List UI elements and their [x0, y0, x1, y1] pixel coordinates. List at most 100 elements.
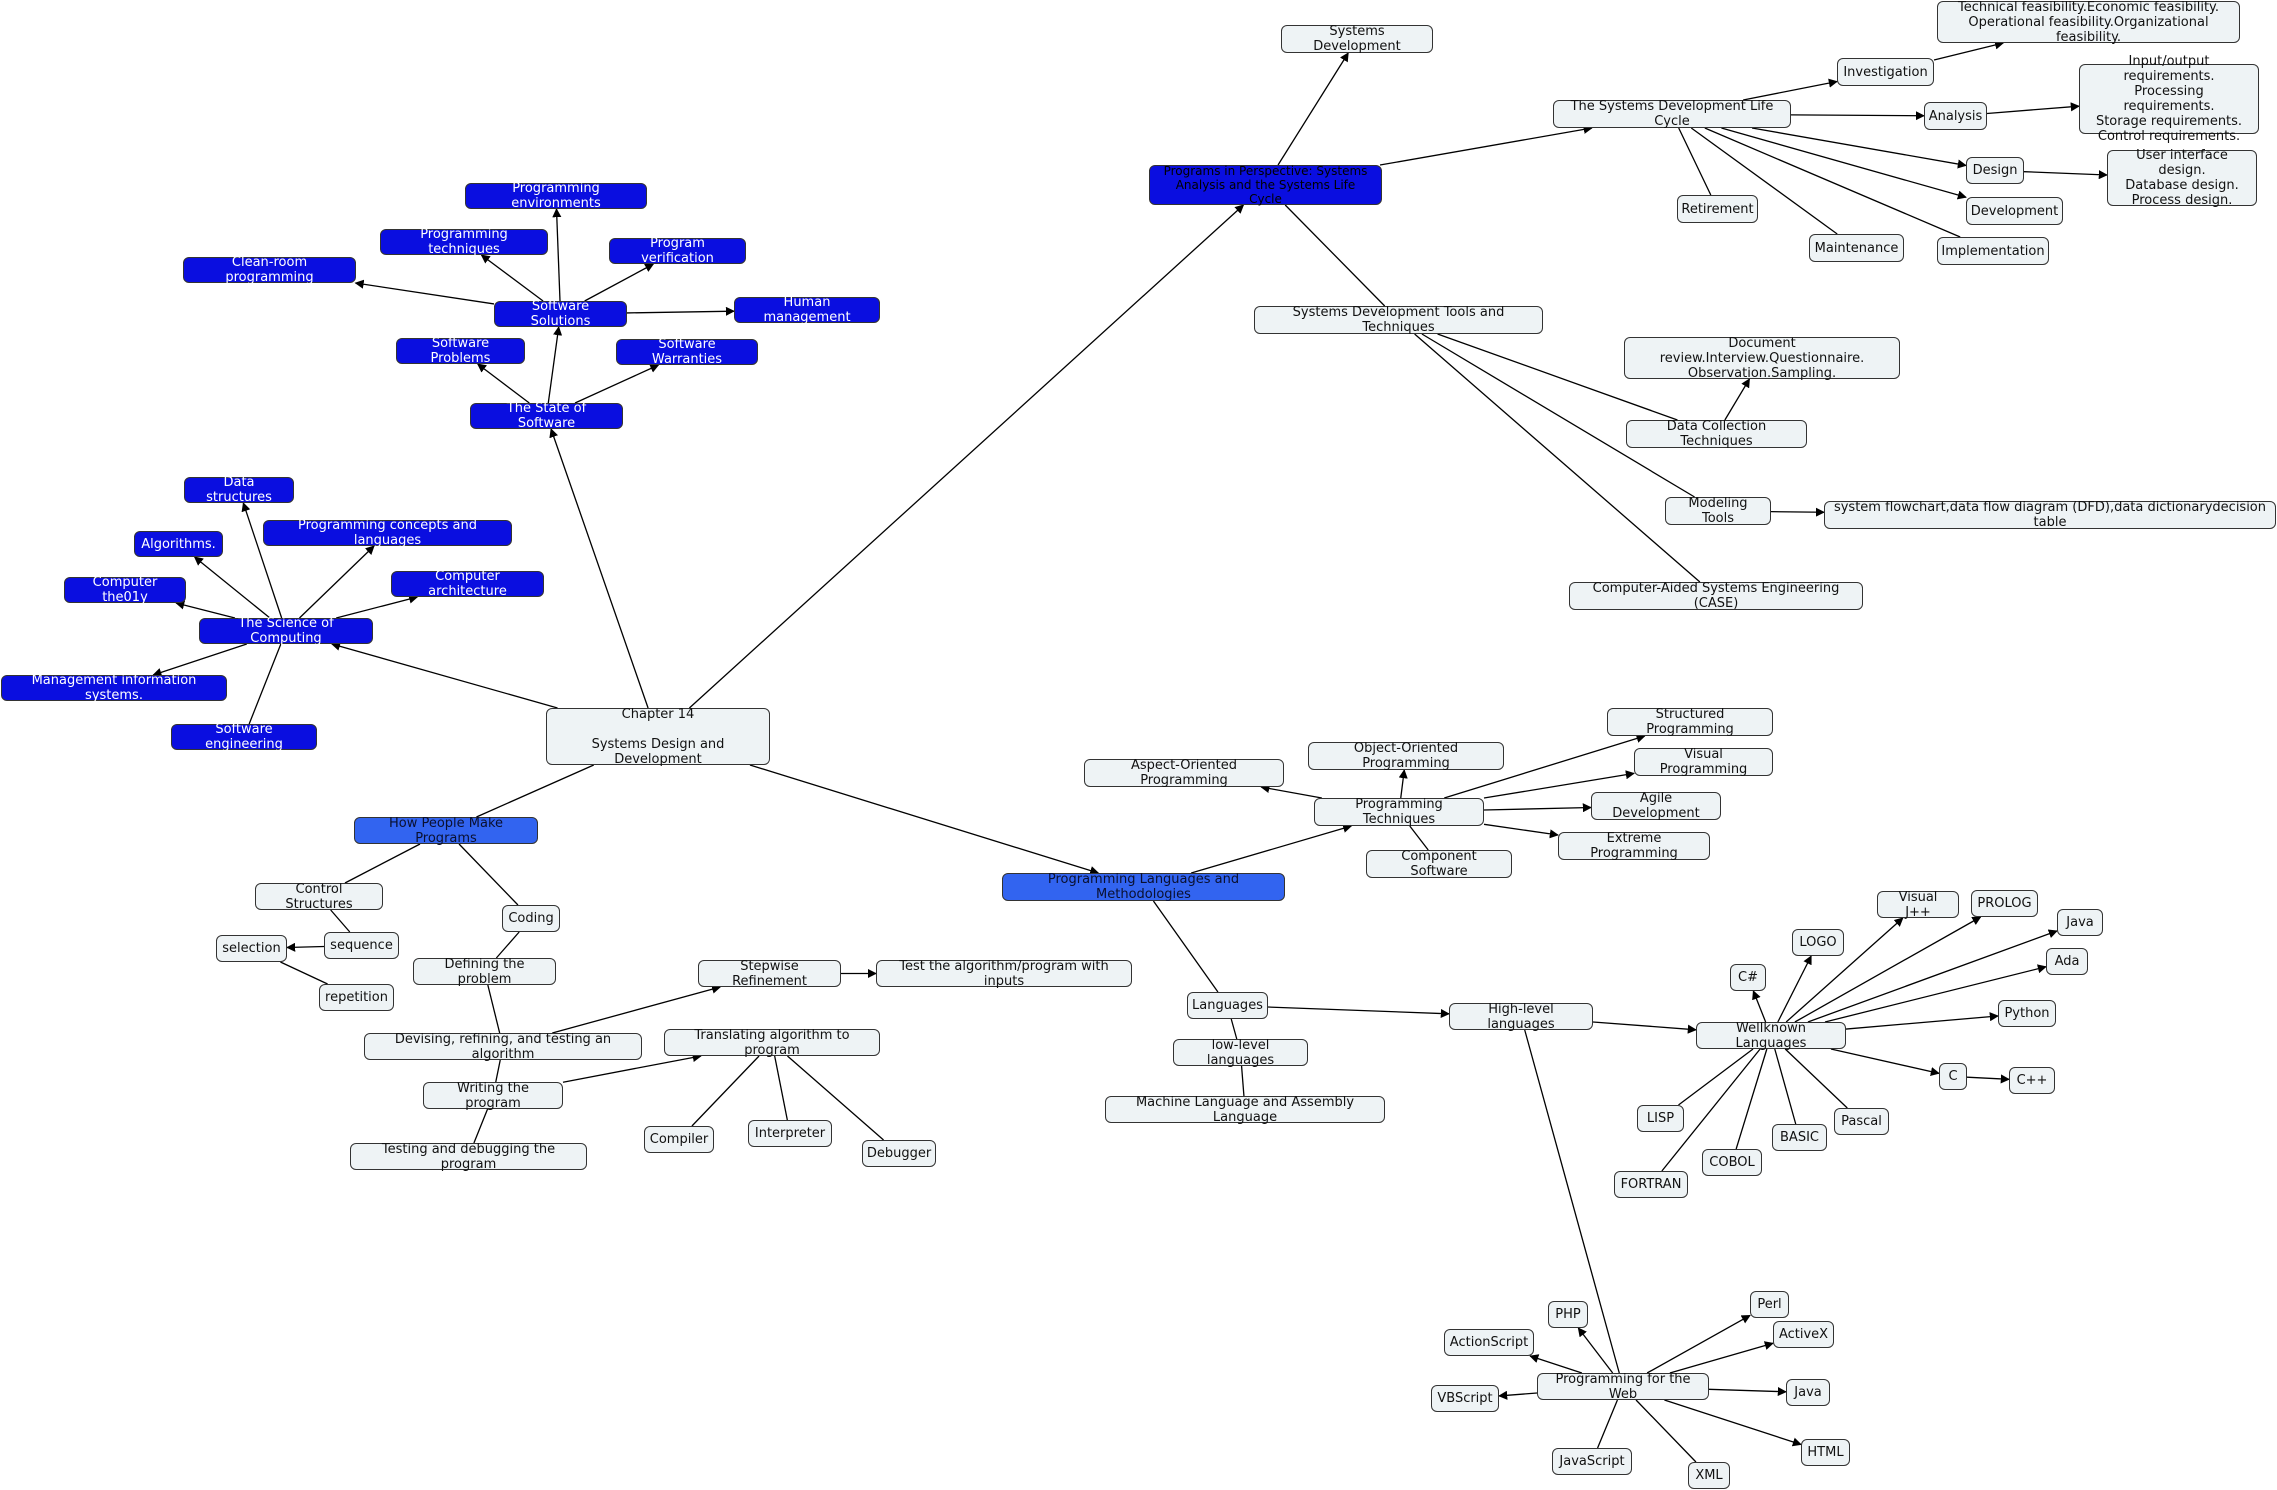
node-basic[interactable]: BASIC — [1772, 1124, 1827, 1151]
node-c[interactable]: C — [1939, 1063, 1967, 1090]
node-design-detail[interactable]: User interface design. Database design. … — [2107, 148, 2257, 208]
node-coding[interactable]: Coding — [502, 905, 560, 932]
node-aspect-oriented-programming[interactable]: Aspect-Oriented Programming — [1084, 758, 1284, 788]
node-systems-development[interactable]: Systems Development — [1281, 24, 1433, 54]
node-implementation[interactable]: Implementation — [1937, 237, 2049, 265]
node-programming-concepts[interactable]: Programming concepts and languages — [263, 518, 512, 548]
node-visual-programming[interactable]: Visual Programming — [1634, 747, 1773, 777]
node-programming-techniques-sw[interactable]: Programming techniques — [380, 227, 548, 257]
node-feasibility[interactable]: Technical feasibility.Economic feasibili… — [1937, 0, 2240, 45]
node-document-review[interactable]: Document review.Interview.Questionnaire.… — [1624, 336, 1900, 381]
connector-web-html — [1664, 1399, 1802, 1447]
node-programming-environments[interactable]: Programming environments — [465, 181, 647, 211]
node-program-verification[interactable]: Program verification — [609, 236, 746, 266]
node-management-information-systems[interactable]: Management information systems. — [1, 673, 227, 703]
node-ada[interactable]: Ada — [2046, 948, 2088, 975]
node-high-level-languages[interactable]: High-level languages — [1449, 1002, 1593, 1032]
node-devising-algorithm[interactable]: Devising, refining, and testing an algor… — [364, 1032, 642, 1062]
node-low-level-languages[interactable]: low-level languages — [1173, 1038, 1308, 1068]
node-modeling-tools[interactable]: Modeling Tools — [1665, 496, 1771, 526]
node-programming-for-the-web[interactable]: Programming for the Web — [1537, 1372, 1709, 1402]
node-testing-debugging[interactable]: Testing and debugging the program — [350, 1142, 587, 1172]
node-machine-assembly-language[interactable]: Machine Language and Assembly Language — [1105, 1095, 1385, 1125]
node-logo[interactable]: LOGO — [1792, 929, 1844, 956]
node-interpreter[interactable]: Interpreter — [748, 1120, 832, 1147]
node-programs-in-perspective[interactable]: Programs in Perspective: Systems Analysi… — [1149, 164, 1382, 206]
node-actionscript[interactable]: ActionScript — [1444, 1329, 1534, 1356]
node-control-structures[interactable]: Control Structures — [255, 882, 383, 912]
node-data-collection[interactable]: Data Collection Techniques — [1626, 419, 1807, 449]
node-component-software[interactable]: Component Software — [1366, 849, 1512, 879]
node-software-engineering[interactable]: Software engineering — [171, 722, 317, 752]
node-sequence[interactable]: sequence — [324, 932, 399, 959]
connector-web-javascript — [1596, 1399, 1619, 1449]
node-translating-algorithm[interactable]: Translating algorithm to program — [664, 1028, 880, 1058]
node-test-algorithm[interactable]: Test the algorithm/program with inputs — [876, 959, 1132, 989]
node-vbscript[interactable]: VBScript — [1431, 1385, 1499, 1412]
node-human-management[interactable]: Human management — [734, 295, 880, 325]
node-systems-development-life-cycle[interactable]: The Systems Development Life Cycle — [1553, 99, 1791, 129]
node-prolog[interactable]: PROLOG — [1971, 890, 2038, 917]
node-software-problems[interactable]: Software Problems — [396, 336, 525, 366]
node-software-warranties[interactable]: Software Warranties — [616, 337, 758, 367]
node-extreme-programming[interactable]: Extreme Programming — [1558, 831, 1710, 861]
node-software-solutions[interactable]: Software Solutions — [494, 299, 627, 329]
node-selection[interactable]: selection — [216, 935, 287, 962]
node-programming-techniques[interactable]: Programming Techniques — [1314, 797, 1484, 827]
node-state-of-software[interactable]: The State of Software — [470, 401, 623, 431]
node-writing-program[interactable]: Writing the program — [423, 1081, 563, 1111]
node-csharp[interactable]: C# — [1730, 964, 1766, 991]
connector-soft_solutions-human_mgmt — [626, 306, 735, 316]
node-science-of-computing[interactable]: The Science of Computing — [199, 616, 373, 646]
node-fortran[interactable]: FORTRAN — [1614, 1171, 1688, 1198]
node-design[interactable]: Design — [1966, 157, 2024, 184]
node-development[interactable]: Development — [1966, 197, 2063, 225]
node-languages[interactable]: Languages — [1187, 992, 1268, 1019]
node-how-people-make-programs[interactable]: How People Make Programs — [354, 816, 538, 846]
node-debugger[interactable]: Debugger — [862, 1140, 936, 1167]
node-xml[interactable]: XML — [1688, 1462, 1730, 1489]
node-java-wellknown[interactable]: Java — [2057, 909, 2103, 936]
node-requirements[interactable]: Input/output requirements. Processing re… — [2079, 54, 2259, 144]
node-algorithms[interactable]: Algorithms. — [134, 531, 223, 557]
node-javascript[interactable]: JavaScript — [1552, 1448, 1632, 1475]
node-programming-languages-methodologies[interactable]: Programming Languages and Methodologies — [1002, 872, 1285, 902]
connector-web-activex — [1669, 1341, 1774, 1374]
node-pascal[interactable]: Pascal — [1834, 1108, 1889, 1135]
node-case[interactable]: Computer-Aided Systems Engineering (CASE… — [1569, 581, 1863, 611]
connector-low_level-machine — [1240, 1065, 1245, 1097]
node-investigation[interactable]: Investigation — [1837, 58, 1934, 86]
node-object-oriented-programming[interactable]: Object-Oriented Programming — [1308, 741, 1504, 771]
node-compiler[interactable]: Compiler — [644, 1126, 714, 1153]
node-flowchart-dfd[interactable]: system flowchart,data flow diagram (DFD)… — [1824, 500, 2276, 530]
node-computer-theory[interactable]: Computer the01y — [64, 575, 186, 605]
node-defining-problem[interactable]: Defining the problem — [413, 957, 556, 987]
node-clean-room-programming[interactable]: Clean-room programming — [183, 255, 356, 285]
connector-science-algorithms — [193, 556, 271, 619]
node-wellknown-languages[interactable]: Wellknown Languages — [1696, 1021, 1846, 1051]
node-visual-jpp[interactable]: Visual J++ — [1877, 890, 1959, 920]
connector-root-state_software — [549, 428, 649, 709]
node-maintenance[interactable]: Maintenance — [1809, 234, 1904, 262]
node-analysis[interactable]: Analysis — [1924, 102, 1987, 130]
node-retirement[interactable]: Retirement — [1677, 195, 1758, 223]
node-perl[interactable]: Perl — [1750, 1291, 1789, 1318]
node-agile-development[interactable]: Agile Development — [1591, 791, 1721, 821]
node-structured-programming[interactable]: Structured Programming — [1607, 707, 1773, 737]
node-chapter-14[interactable]: Chapter 14 Systems Design and Developmen… — [546, 707, 770, 767]
node-python[interactable]: Python — [1998, 1000, 2056, 1027]
node-java-web[interactable]: Java — [1786, 1379, 1830, 1406]
node-repetition[interactable]: repetition — [319, 984, 394, 1011]
node-data-structures[interactable]: Data structures — [184, 475, 294, 505]
node-lisp[interactable]: LISP — [1637, 1105, 1684, 1132]
node-cpp[interactable]: C++ — [2009, 1067, 2055, 1094]
node-cobol[interactable]: COBOL — [1702, 1149, 1762, 1176]
node-php[interactable]: PHP — [1548, 1301, 1588, 1328]
connector-web-java2 — [1708, 1386, 1787, 1397]
node-stepwise-refinement[interactable]: Stepwise Refinement — [698, 959, 841, 989]
node-html[interactable]: HTML — [1801, 1439, 1850, 1466]
node-computer-architecture[interactable]: Computer architecture — [391, 569, 544, 599]
node-activex[interactable]: ActiveX — [1773, 1321, 1834, 1348]
node-sd-tools-techniques[interactable]: Systems Development Tools and Techniques — [1254, 305, 1543, 335]
